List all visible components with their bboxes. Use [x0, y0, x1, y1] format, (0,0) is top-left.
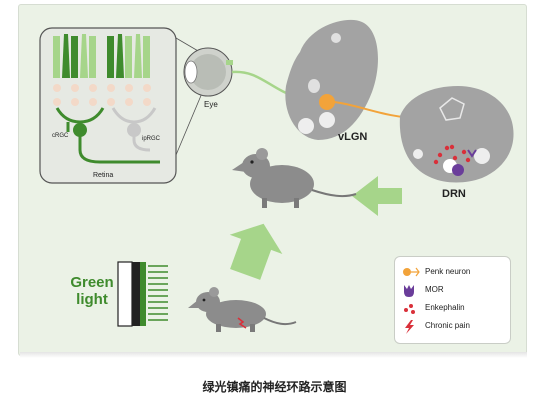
label-iprgc: ipRGC	[142, 136, 161, 142]
green-light-line2: light	[76, 291, 108, 308]
label-retina: Retina	[93, 172, 114, 179]
green-light-line1: Green	[70, 274, 114, 291]
label-drn: DRN	[442, 188, 466, 200]
legend-item-penk: Penk neuron	[395, 265, 510, 281]
legend-item-enkephalin: Enkephalin	[395, 301, 510, 317]
retina-inset	[39, 27, 177, 184]
enkephalin-icon	[404, 304, 415, 314]
legend-label: MOR	[425, 285, 444, 294]
label-vlgn: vLGN	[338, 131, 368, 143]
panel-shadow	[20, 352, 527, 358]
legend-label: Chronic pain	[425, 321, 470, 330]
zoom-line-bottom	[175, 85, 206, 156]
label-eye: Eye	[204, 100, 218, 109]
arrow-drn-to-mouse	[352, 176, 402, 216]
mor-icon	[404, 285, 414, 297]
legend-label: Enkephalin	[425, 303, 465, 312]
arrow-light-to-mouse	[229, 223, 283, 280]
drn-slice	[399, 86, 514, 183]
iprgc-soma	[127, 123, 141, 137]
legend-item-mor: MOR	[395, 283, 510, 299]
iprgc-cell	[111, 107, 157, 152]
bipolar-cells	[53, 84, 151, 106]
crgc-cell	[55, 107, 160, 164]
mouse-lower-icon	[188, 287, 297, 332]
legend: Penk neuron MOR Enkephalin Chronic pain	[394, 256, 511, 344]
mouse-upper-icon	[232, 148, 357, 208]
eye-icon	[183, 47, 233, 97]
photoreceptors	[53, 34, 150, 78]
vlgn-slice	[285, 19, 378, 140]
legend-label: Penk neuron	[425, 267, 471, 276]
crgc-soma	[73, 123, 87, 137]
figure-caption: 绿光镇痛的神经环路示意图	[202, 380, 347, 394]
penk-neuron-icon	[403, 267, 420, 277]
legend-item-chronic-pain: Chronic pain	[395, 319, 510, 335]
label-crgc: cRGC	[52, 133, 69, 139]
lightning-icon	[405, 320, 414, 334]
green-light-source-icon	[117, 261, 168, 327]
label-green-light: Green light	[64, 274, 120, 308]
